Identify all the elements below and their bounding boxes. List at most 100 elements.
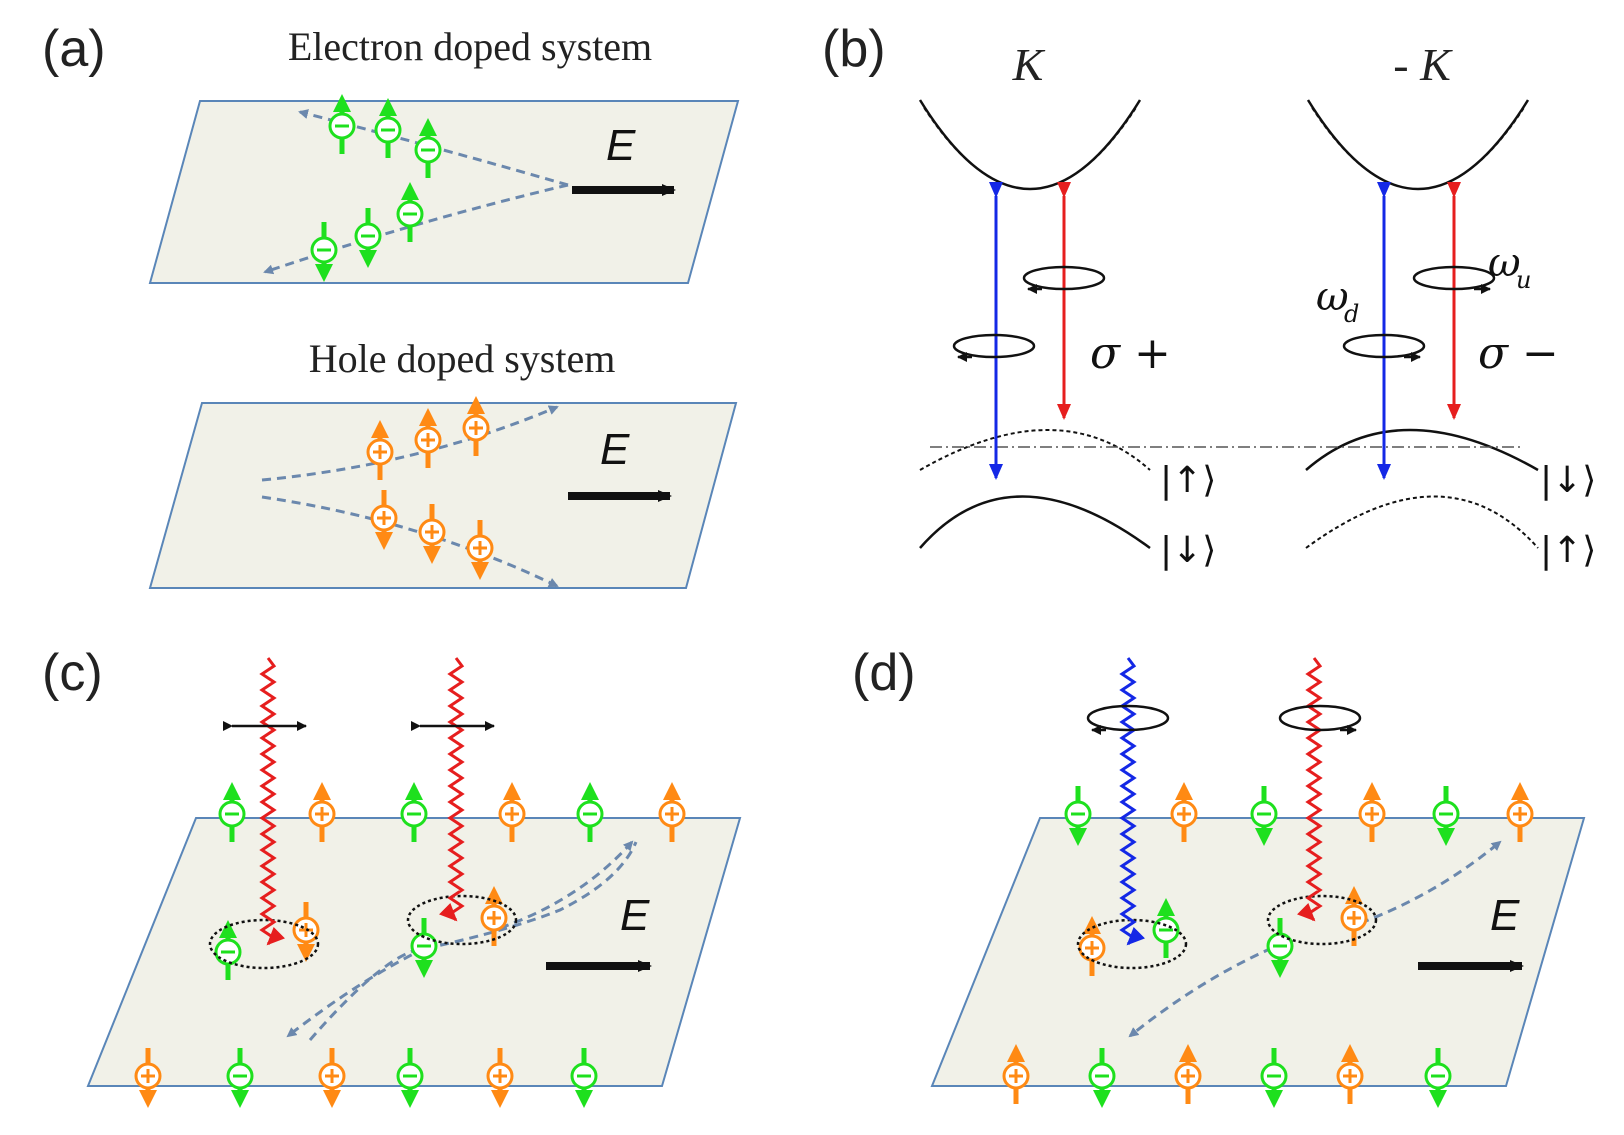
hole-carrier xyxy=(1506,782,1534,842)
circular-polarization-icon xyxy=(1022,265,1106,294)
hole-carrier xyxy=(466,520,494,580)
photon-wave xyxy=(259,657,285,946)
carrier-particles-d xyxy=(1002,782,1534,1108)
valence-band-lower xyxy=(1305,495,1539,549)
trajectory-up-right xyxy=(261,405,559,482)
electron-carrier xyxy=(310,222,338,282)
panel-a-label: (a) xyxy=(42,20,106,78)
valence-band-lower xyxy=(919,495,1151,550)
circular-polarization-icon xyxy=(1278,704,1362,735)
panel-b-label: (b) xyxy=(822,20,886,78)
electron-carrier xyxy=(1432,786,1460,846)
hole-carrier xyxy=(292,902,320,962)
hole-carrier xyxy=(370,490,398,550)
hole-carrier xyxy=(418,504,446,564)
omega-d-subscript: d xyxy=(1344,300,1359,328)
valence-band-upper xyxy=(1305,428,1539,472)
panel-c-label: (c) xyxy=(42,644,103,702)
electron-carrier xyxy=(400,782,428,842)
panel-d-label: (d) xyxy=(852,644,916,702)
panel-c: (c) E xyxy=(42,644,742,1108)
hole-carrier xyxy=(1174,1044,1202,1104)
electron-carrier xyxy=(226,1048,254,1108)
conduction-band-split xyxy=(1311,107,1525,190)
trajectory-curve xyxy=(308,841,638,1041)
electron-carrier xyxy=(1266,918,1294,978)
minus-k-valley-bands xyxy=(1305,99,1539,549)
electron-carrier xyxy=(1260,1048,1288,1108)
ket-up-k: |↑⟩ xyxy=(1160,460,1216,501)
electron-carrier xyxy=(414,118,442,178)
panel-d: (d) E xyxy=(852,644,1586,1108)
circular-polarization-icon xyxy=(1086,704,1170,735)
electron-carrier xyxy=(396,1048,424,1108)
electron-sample-plane xyxy=(148,100,740,284)
electric-field-label: E xyxy=(1490,891,1520,940)
electron-carrier xyxy=(396,182,424,242)
ket-down-minus-k: |↓⟩ xyxy=(1540,460,1596,501)
hole-carrier xyxy=(486,1048,514,1108)
trajectory-down-left xyxy=(286,946,426,1038)
electron-carrier xyxy=(1424,1048,1452,1108)
exciton-ellipse xyxy=(406,894,518,946)
trajectory-down-left xyxy=(1128,946,1273,1038)
electron-carrier xyxy=(354,208,382,268)
conduction-band-split xyxy=(923,107,1137,190)
omega-u-subscript: u xyxy=(1516,266,1531,294)
trajectory-up-right xyxy=(499,840,634,930)
electron-carrier xyxy=(570,1048,598,1108)
hole-doped-title: Hole doped system xyxy=(309,336,616,381)
sigma-minus-label: σ − xyxy=(1478,328,1559,379)
valley-k-label: K xyxy=(1012,39,1046,90)
electron-doped-title: Electron doped system xyxy=(288,24,652,69)
photon-wave xyxy=(1297,657,1323,922)
hole-carrier xyxy=(498,782,526,842)
hole-carrier xyxy=(1358,782,1386,842)
hole-trajectories xyxy=(261,405,559,588)
hole-sample-plane xyxy=(148,402,738,589)
electron-carrier xyxy=(214,920,242,980)
circular-polarization-icon xyxy=(952,333,1036,362)
electric-field-label: E xyxy=(606,121,636,170)
exciton-ellipse xyxy=(208,918,320,970)
carrier-particles-c xyxy=(134,782,686,1108)
circular-polarization-icon xyxy=(1342,333,1426,362)
exciton-ellipse xyxy=(1076,918,1188,970)
hole-carrier xyxy=(462,396,490,456)
electron-carrier xyxy=(218,782,246,842)
electron-carrier xyxy=(1250,786,1278,846)
omega-u-label: ω xyxy=(1488,240,1521,286)
hole-carrier xyxy=(1002,1044,1030,1104)
electron-carrier xyxy=(1088,1048,1116,1108)
hole-carrier xyxy=(318,1048,346,1108)
hole-carrier xyxy=(366,420,394,480)
electric-field-label: E xyxy=(600,425,630,474)
hole-carrier xyxy=(1170,782,1198,842)
ket-up-minus-k: |↑⟩ xyxy=(1540,530,1596,571)
electron-carrier xyxy=(374,98,402,158)
sigma-plus-label: σ + xyxy=(1090,328,1171,379)
photon-wave xyxy=(439,657,465,922)
sample-plane-d xyxy=(930,817,1586,1087)
conduction-band xyxy=(918,99,1142,191)
electron-carrier xyxy=(328,94,356,154)
conduction-band xyxy=(1306,99,1530,191)
ket-down-k: |↓⟩ xyxy=(1160,530,1216,571)
circular-polarization-icon xyxy=(1412,265,1496,294)
valley-minus-k-label: - K xyxy=(1393,39,1453,90)
electron-carrier xyxy=(410,918,438,978)
hole-carrier xyxy=(308,782,336,842)
trajectory-down-right xyxy=(261,495,559,588)
linear-photons xyxy=(259,657,465,946)
hole-carrier xyxy=(658,782,686,842)
hole-particles xyxy=(366,396,494,580)
electric-field-label: E xyxy=(620,891,650,940)
electron-carrier xyxy=(576,782,604,842)
exciton-ellipse xyxy=(1266,894,1378,946)
k-valley-bands xyxy=(918,99,1151,550)
panel-b: (b) K - K xyxy=(822,20,1596,571)
hole-carrier xyxy=(1336,1044,1364,1104)
electron-carrier xyxy=(1064,786,1092,846)
panel-a: (a) Electron doped system E Hole doped s… xyxy=(42,20,740,589)
